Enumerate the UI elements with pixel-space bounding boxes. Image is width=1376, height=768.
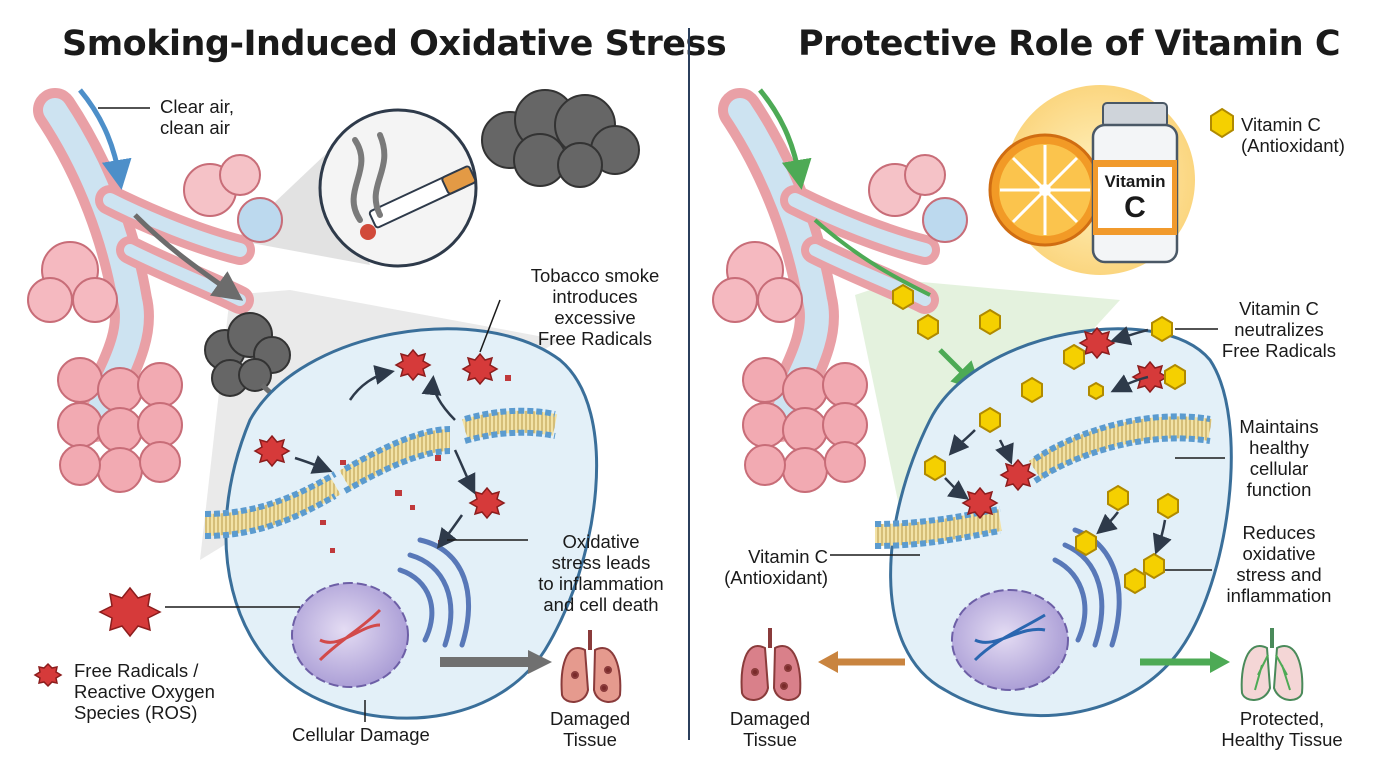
left-panel-title: Smoking-Induced Oxidative Stress bbox=[62, 24, 727, 64]
vitamin-c-bottle bbox=[1091, 102, 1179, 264]
healthy-lung-icon bbox=[1240, 628, 1304, 701]
smoke-wisps bbox=[350, 132, 388, 223]
membrane-left bbox=[204, 407, 558, 539]
clear-air-label: Clear air,clean air bbox=[160, 96, 235, 138]
vitamin-c-molecules bbox=[892, 283, 1186, 595]
cigarette-icon bbox=[360, 165, 477, 240]
smoke-cloud-top bbox=[481, 89, 640, 188]
alveoli-left bbox=[27, 154, 283, 493]
air-flow-arrow bbox=[78, 88, 132, 190]
panel-divider bbox=[688, 28, 690, 740]
free-radical-legend-icon bbox=[98, 586, 162, 638]
protected-tissue-label: Protected,Healthy Tissue bbox=[1221, 708, 1343, 750]
membrane-right bbox=[874, 413, 1212, 549]
damaged-lung-icon-right bbox=[740, 628, 802, 701]
alveoli-right bbox=[712, 154, 968, 493]
free-radical-small-icon bbox=[33, 662, 63, 688]
cellular-damage-label: Cellular Damage bbox=[292, 724, 430, 745]
right-panel-title: Protective Role of Vitamin C bbox=[798, 24, 1341, 64]
free-radicals-left bbox=[253, 348, 506, 520]
dna-right bbox=[973, 613, 1046, 662]
er-left bbox=[397, 537, 471, 648]
bottle-label: Vitamin C bbox=[1104, 172, 1166, 224]
orange-slice-icon bbox=[988, 133, 1102, 247]
free-radicals-legend-label: Free Radicals /Reactive Oxygen Species (… bbox=[74, 660, 215, 723]
vitamin-c-legend-icon bbox=[1210, 107, 1234, 139]
dna-left bbox=[318, 608, 382, 662]
smoke-cloud-airway bbox=[204, 312, 331, 443]
nucleus-right bbox=[951, 589, 1069, 691]
antioxidant-callout-label: Vitamin C(Antioxidant) bbox=[724, 546, 828, 588]
vitamin-c-legend-label: Vitamin C(Antioxidant) bbox=[1241, 114, 1345, 156]
free-radicals-right bbox=[961, 326, 1169, 520]
damaged-lung-icon-left bbox=[560, 630, 622, 703]
